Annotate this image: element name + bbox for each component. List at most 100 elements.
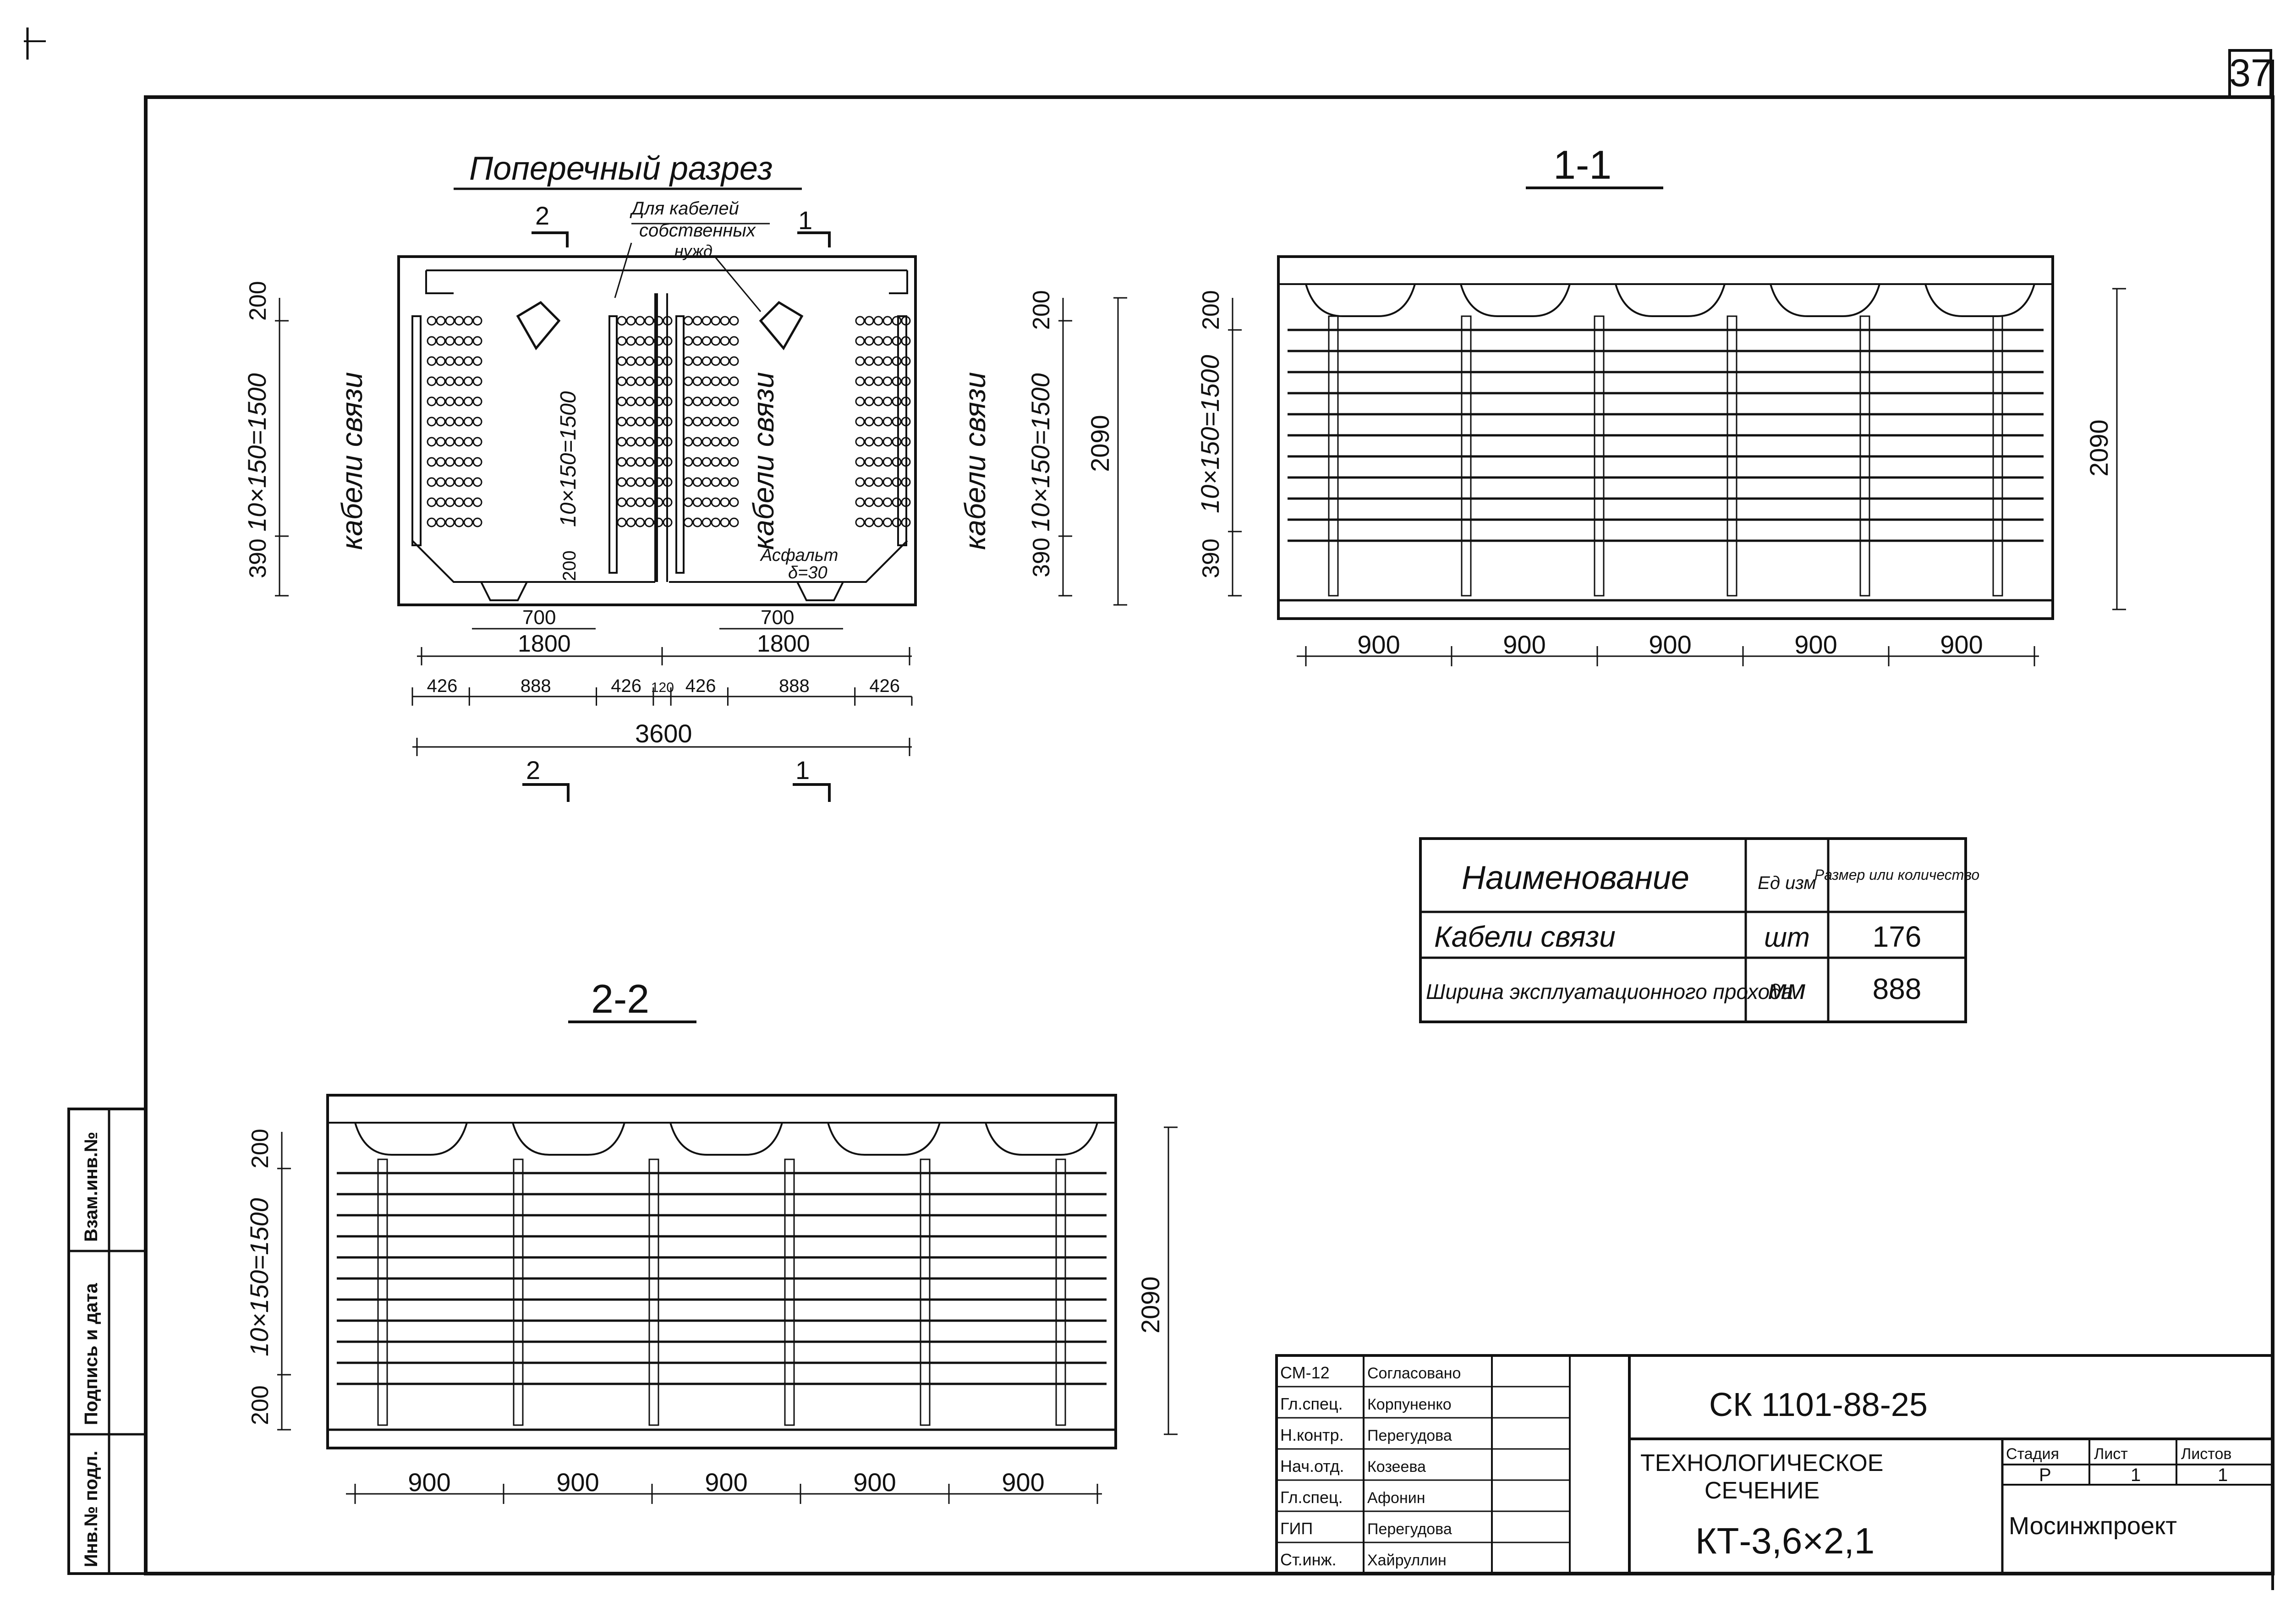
cable-circle	[635, 356, 645, 366]
cable-circle	[864, 356, 874, 366]
spec-row-1-name: Кабели связи	[1434, 920, 1616, 953]
span-label: 900	[556, 1468, 599, 1497]
cable-circle	[617, 517, 627, 527]
cable-circle	[454, 457, 464, 467]
cable-circle	[702, 477, 712, 487]
cable-circle	[445, 336, 455, 346]
s11-dim-200: 200	[1198, 290, 1224, 330]
cable-circle	[463, 396, 473, 406]
cable-circle	[436, 316, 446, 326]
cross-span-label: 888	[779, 676, 810, 696]
cross-span-label: 888	[521, 676, 551, 696]
cable-circle	[427, 336, 437, 346]
cable-circle	[663, 477, 673, 487]
cable-circle	[729, 336, 739, 346]
asphalt-label: Асфальт	[760, 546, 838, 565]
s22-dim-200-top: 200	[247, 1129, 274, 1169]
cable-circle	[702, 396, 712, 406]
cable-circle	[720, 437, 730, 447]
cable-circle	[454, 316, 464, 326]
cable-circle	[463, 437, 473, 447]
cable-circle	[873, 316, 883, 326]
cable-circle	[472, 457, 482, 467]
cable-circle	[702, 336, 712, 346]
cable-circle	[617, 417, 627, 427]
cable-circle	[692, 396, 702, 406]
s11-dim-spacing: 10×150=1500	[1195, 355, 1224, 513]
signature-role: Нач.отд.	[1280, 1457, 1344, 1476]
post	[1726, 315, 1737, 597]
cable-circle	[472, 336, 482, 346]
cable-circle	[855, 376, 865, 386]
cable-circle	[445, 356, 455, 366]
cable-circle	[901, 376, 911, 386]
cable-circle	[454, 336, 464, 346]
cable-circle	[683, 497, 693, 507]
spec-row-1-unit: шт	[1764, 922, 1810, 953]
cable-circle	[901, 497, 911, 507]
cable-circle	[472, 356, 482, 366]
arch-segment	[1460, 284, 1571, 317]
cable-label-center: кабели связи	[747, 372, 780, 550]
cable-circle	[663, 316, 673, 326]
cable-circle	[626, 376, 636, 386]
cable-circle	[653, 417, 663, 427]
cable-circle	[454, 517, 464, 527]
dim-inner-200: 200	[559, 550, 580, 581]
cable-circle	[855, 336, 865, 346]
span-label: 900	[1649, 630, 1691, 659]
cable-circle	[436, 356, 446, 366]
cable-circle	[445, 477, 455, 487]
cable-circle	[729, 457, 739, 467]
dim-1800-left: 1800	[518, 631, 571, 657]
cable-circle	[663, 396, 673, 406]
cable-circle	[855, 437, 865, 447]
cable-circle	[644, 396, 654, 406]
span-label: 900	[705, 1468, 747, 1497]
post	[1461, 315, 1472, 597]
cable-circle	[427, 316, 437, 326]
cable-circle	[653, 437, 663, 447]
span-label: 900	[408, 1468, 450, 1497]
cable-circle	[427, 376, 437, 386]
cable-circle	[472, 497, 482, 507]
cable-circle	[626, 316, 636, 326]
cable-circle	[683, 477, 693, 487]
cross-section-title: Поперечный разрез	[469, 150, 773, 187]
cable-circle	[644, 437, 654, 447]
cable-circle	[653, 376, 663, 386]
span-label: 900	[1503, 630, 1546, 659]
cable-circle	[653, 356, 663, 366]
cable-circle	[873, 497, 883, 507]
cable-circle	[892, 417, 902, 427]
post	[513, 1158, 524, 1426]
cable-circle	[711, 477, 721, 487]
cable-circle	[635, 437, 645, 447]
cable-circle	[864, 316, 874, 326]
cable-circle	[463, 477, 473, 487]
cable-circle	[864, 437, 874, 447]
dim-2090-cross: 2090	[1085, 415, 1114, 472]
cable-circle	[663, 356, 673, 366]
signature-role: Гл.спец.	[1280, 1394, 1343, 1413]
cut-mark-1-bottom: 1	[795, 756, 810, 785]
signature-role: ГИП	[1280, 1519, 1313, 1538]
cable-circle	[692, 477, 702, 487]
cable-circle	[901, 316, 911, 326]
cable-circle	[711, 417, 721, 427]
cable-circle	[720, 336, 730, 346]
cable-circle	[626, 417, 636, 427]
cable-circle	[702, 417, 712, 427]
cable-circle	[653, 316, 663, 326]
section-2-2-shelves	[337, 1158, 1107, 1426]
cable-circle	[472, 517, 482, 527]
cable-circle	[445, 417, 455, 427]
cable-circle	[864, 396, 874, 406]
spec-row-2-unit: мм	[1768, 974, 1806, 1005]
cable-circle	[711, 517, 721, 527]
cable-circle	[729, 396, 739, 406]
cable-circle	[427, 497, 437, 507]
cable-circle	[901, 517, 911, 527]
